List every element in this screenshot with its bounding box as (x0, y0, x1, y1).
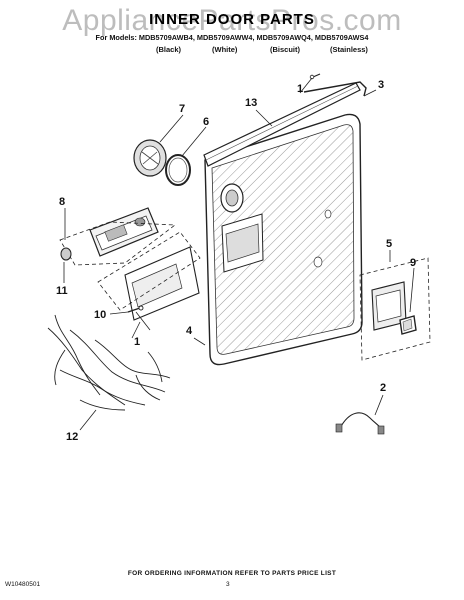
document-number: W10480501 (5, 581, 41, 588)
dispenser-assembly (59, 207, 177, 266)
dispenser-cap (60, 247, 72, 261)
callout-7: 7 (179, 103, 185, 115)
callout-4: 4 (186, 325, 193, 337)
page-title: INNER DOOR PARTS (149, 11, 315, 28)
model-list: For Models: MDB5709AWB4, MDB5709AWW4, MD… (95, 33, 369, 42)
variant-white: (White) (212, 45, 238, 54)
screw (127, 305, 144, 313)
callout-5: 5 (386, 238, 392, 250)
callout-9: 9 (410, 257, 416, 269)
vent-seal (165, 154, 191, 186)
ordering-note: FOR ORDERING INFORMATION REFER TO PARTS … (127, 570, 337, 577)
callout-3: 3 (378, 79, 384, 91)
callout-11: 11 (56, 285, 68, 297)
door-cable (335, 412, 385, 435)
callout-1: 1 (134, 336, 140, 348)
door-trim-strip (203, 82, 361, 167)
rinse-aid-gasket (399, 315, 417, 335)
wiring-harness (47, 314, 171, 411)
callout-numbers: 1 2 3 4 5 6 7 8 9 10 11 12 13 1 (56, 79, 416, 443)
door-gasket (303, 73, 367, 97)
inner-door-panel (204, 113, 363, 366)
rinse-aid-cover (359, 257, 431, 361)
watermark: AppliancePartsPros.com (62, 4, 402, 37)
callout-1-top: 1 (297, 83, 303, 95)
vent-cap (133, 139, 167, 177)
callout-13: 13 (245, 97, 257, 109)
variant-biscuit: (Biscuit) (270, 45, 300, 54)
variant-black: (Black) (156, 45, 182, 54)
leader-lines (63, 77, 415, 431)
callout-10: 10 (94, 309, 106, 321)
variant-stainless: (Stainless) (330, 45, 368, 54)
callout-12: 12 (66, 431, 78, 443)
callout-6: 6 (203, 116, 209, 128)
control-board-cover (97, 231, 201, 321)
callout-8: 8 (59, 196, 65, 208)
callout-2: 2 (380, 382, 386, 394)
page-number: 3 (226, 581, 230, 588)
variant-labels: (Black) (White) (Biscuit) (Stainless) (0, 45, 464, 57)
